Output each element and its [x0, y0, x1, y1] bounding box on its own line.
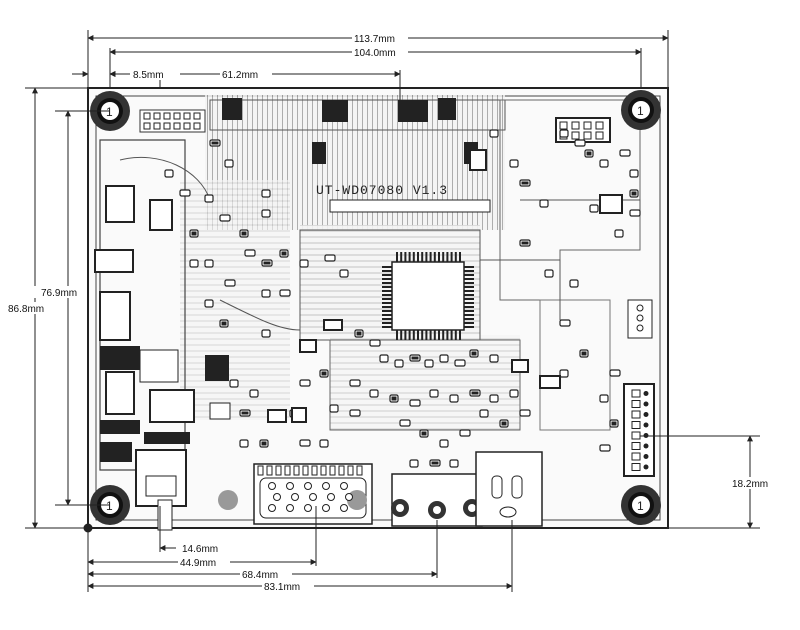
power-section — [94, 185, 231, 462]
main-ic — [382, 252, 474, 340]
dim-inner-height: 76.9mm — [41, 288, 77, 299]
top-ic-row: UT-WD07080 V1.3 — [222, 98, 491, 213]
dim-vga-offset: 44.9mm — [180, 558, 216, 569]
dimension-labels: 113.7mm 104.0mm 8.5mm 61.2mm 76.9mm 86.8… — [6, 32, 778, 593]
dim-left-offset: 8.5mm — [133, 70, 164, 81]
dim-right-connector-height: 18.2mm — [732, 479, 768, 490]
vga-connector — [218, 463, 373, 525]
dim-overall-height: 86.8mm — [8, 304, 44, 315]
dc-connector — [475, 451, 543, 527]
board-silkscreen-label: UT-WD07080 V1.3 — [316, 183, 448, 198]
dim-overall-width: 113.7mm — [354, 34, 395, 45]
svg-text:1: 1 — [106, 105, 113, 119]
dim-power-jack-offset: 14.6mm — [182, 544, 218, 555]
dim-top-connector-offset: 61.2mm — [222, 70, 258, 81]
dim-audio-offset: 68.4mm — [242, 570, 278, 581]
audio-jack — [391, 473, 483, 527]
right-side-connector — [623, 299, 655, 477]
top-left-header — [139, 109, 206, 133]
svg-text:1: 1 — [106, 499, 113, 513]
dim-hole-spacing-width: 104.0mm — [354, 48, 396, 59]
passive-components — [164, 129, 641, 481]
dim-dc-offset: 83.1mm — [264, 582, 300, 593]
power-jack — [135, 432, 190, 531]
svg-text:1: 1 — [637, 499, 644, 513]
mount-hole-bottom-right: 1 — [621, 485, 661, 525]
mount-hole-top-right: 1 — [621, 90, 661, 130]
svg-text:1: 1 — [637, 104, 644, 118]
